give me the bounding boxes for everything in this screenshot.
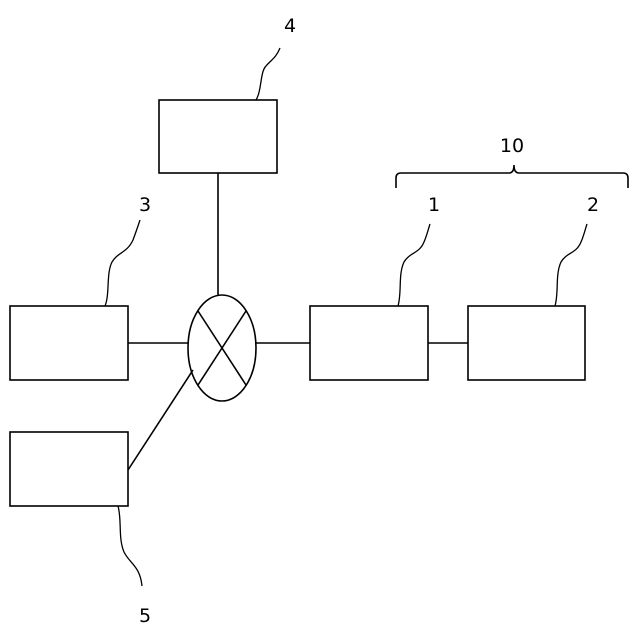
- leader-5: [118, 506, 142, 586]
- leader-4: [256, 48, 280, 100]
- leader-3: [105, 220, 140, 306]
- block-1: [310, 306, 428, 380]
- label-3: 3: [139, 194, 151, 216]
- label-2: 2: [587, 194, 599, 216]
- leader-1: [398, 224, 430, 306]
- block-4: [159, 100, 277, 173]
- block-3: [10, 306, 128, 380]
- block-5: [10, 432, 128, 506]
- leader-2: [555, 224, 587, 306]
- group-brace-10: [396, 165, 628, 188]
- block-2: [468, 306, 585, 380]
- label-5: 5: [139, 605, 151, 627]
- label-1: 1: [428, 194, 440, 216]
- junction-crossed-circle: [188, 295, 256, 401]
- label-4: 4: [284, 15, 296, 37]
- label-10: 10: [500, 135, 524, 157]
- connector-5-junction: [128, 370, 193, 470]
